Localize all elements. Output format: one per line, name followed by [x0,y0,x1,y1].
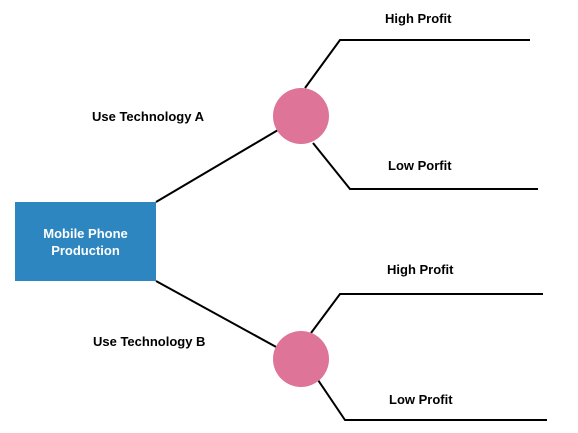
branch-label-technology-a: Use Technology A [92,109,204,124]
connector-b-to-low [317,379,547,421]
connector-root-to-b [155,280,279,349]
connector-b-to-high [310,293,543,334]
root-label-line1: Mobile Phone [43,225,128,241]
branch-label-technology-b: Use Technology B [93,334,206,349]
root-decision-node[interactable]: Mobile Phone Production [15,202,156,281]
outcome-label-a-low: Low Porfit [388,158,452,173]
outcome-label-a-high: High Profit [385,11,452,26]
outcome-label-b-low: Low Profit [389,392,453,407]
outcome-label-b-high: High Profit [387,262,454,277]
chance-node-a[interactable] [273,88,329,144]
connector-root-to-a [155,129,279,203]
connector-a-to-high [304,39,530,89]
connector-a-to-low [312,142,538,190]
chance-node-b[interactable] [273,331,329,387]
root-label-line2: Production [51,242,120,258]
